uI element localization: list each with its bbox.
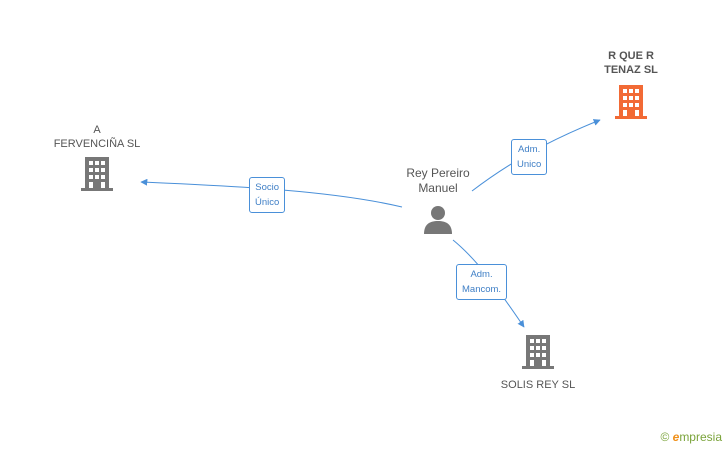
brand-initial: e	[672, 430, 680, 444]
building-icon	[81, 157, 113, 191]
person-name-line2: Manuel	[418, 181, 458, 195]
person-node[interactable]: Rey Pereiro Manuel	[388, 166, 488, 239]
company-name-line2: TENAZ SL	[604, 64, 658, 76]
company-node-fervencina[interactable]: A FERVENCIÑA SL	[42, 123, 152, 196]
copyright-icon: ©	[660, 430, 670, 444]
relation-label-line2: Mancom.	[462, 284, 502, 295]
company-name-line2: FERVENCIÑA SL	[53, 138, 141, 150]
brand-watermark: © empresia	[660, 430, 722, 444]
person-icon	[424, 206, 452, 234]
relation-label-adm-unico[interactable]: Adm. Unico	[511, 139, 548, 175]
company-name: SOLIS REY SL	[500, 379, 576, 391]
person-name-line1: Rey Pereiro	[406, 166, 470, 180]
building-icon	[615, 85, 647, 119]
company-name-line1: A	[93, 124, 101, 136]
relation-label-socio-unico[interactable]: Socio Único	[249, 177, 286, 213]
building-icon	[522, 335, 554, 369]
relation-label-adm-mancom[interactable]: Adm. Mancom.	[456, 264, 508, 300]
relation-label-line1: Adm.	[470, 269, 493, 280]
company-name-line1: R QUE R	[608, 50, 654, 62]
relation-label-line1: Adm.	[518, 144, 541, 155]
relation-label-line1: Socio	[255, 182, 280, 193]
brand-name: mpresia	[679, 430, 722, 444]
company-node-rquer[interactable]: R QUE R TENAZ SL	[578, 49, 684, 124]
company-node-solis[interactable]: SOLIS REY SL	[488, 333, 588, 392]
relation-label-line2: Único	[255, 197, 280, 208]
relation-label-line2: Unico	[517, 159, 542, 170]
